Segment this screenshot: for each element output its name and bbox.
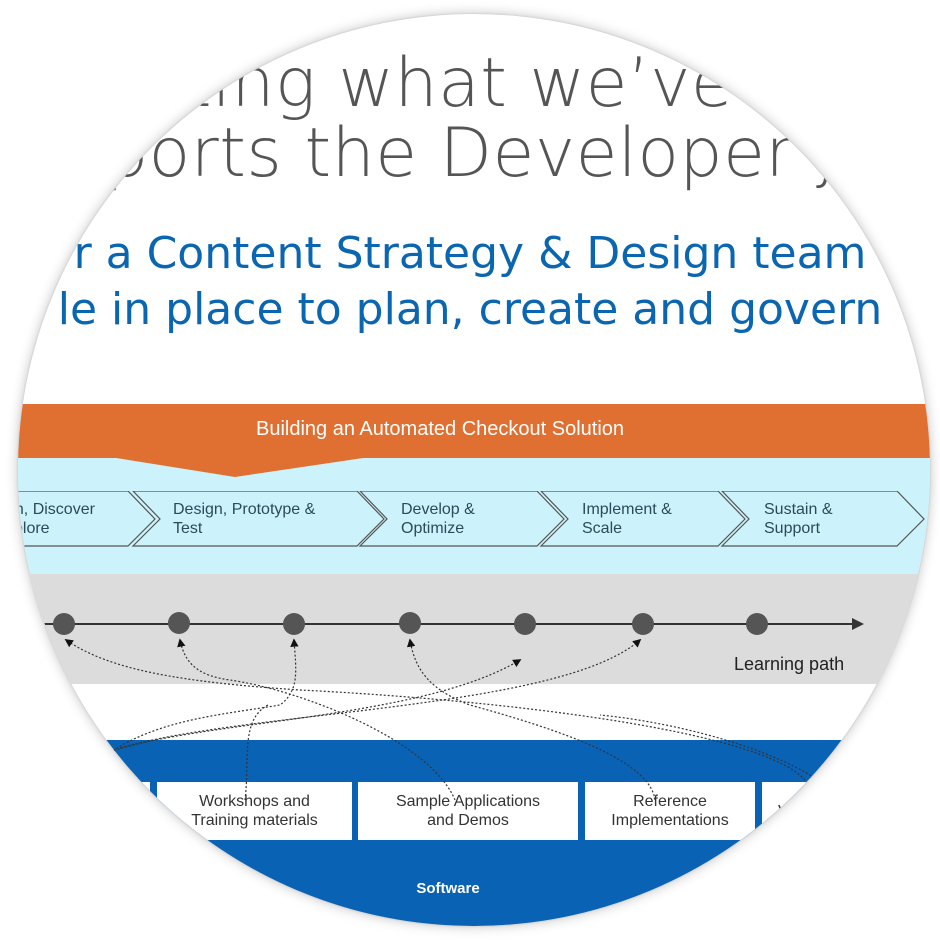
learning-path-node <box>283 613 305 635</box>
resource-box-workshops-line-1: Workshops and <box>199 793 310 810</box>
resource-box-reference: Reference Implementations <box>585 782 755 840</box>
banner-title: Building an Automated Checkout Solution <box>255 418 625 440</box>
stage-label-1: on, Discover xplore <box>18 500 95 538</box>
stage-label-5: Sustain & Support <box>764 500 832 538</box>
circular-crop: nting what we’ve E pports the Developer … <box>18 14 930 926</box>
stage-label-2: Design, Prototype & Test <box>173 500 315 538</box>
stage-label-1-line-1: on, Discover <box>18 501 95 518</box>
stage-chevron-3 <box>358 491 565 547</box>
slide: nting what we’ve E pports the Developer … <box>18 14 930 926</box>
banner-bar <box>18 404 930 458</box>
stage-label-3-line-2: Optimize <box>401 520 465 537</box>
resource-box-sample-apps: Sample Applications and Demos <box>358 782 578 840</box>
stage-chevron-4 <box>539 491 746 547</box>
resource-box-sample-apps-line-1: Sample Applications <box>395 793 541 810</box>
learning-path-node <box>168 612 190 634</box>
stage-label-4-line-1: Implement & <box>582 501 672 518</box>
learning-path-arrowhead <box>852 618 864 630</box>
stage-label-2-line-1: Design, Prototype & <box>173 501 316 518</box>
slide-title-line-2: pports the Developer Jo <box>61 114 879 193</box>
software-panel-bottom <box>18 842 930 926</box>
resource-box-partial-right: V <box>762 782 930 840</box>
learning-path-node <box>399 612 421 634</box>
software-panel-top <box>18 740 930 780</box>
software-label: Software <box>416 880 480 897</box>
slide-subtitle-line-2: le in place to plan, create and govern <box>57 284 883 335</box>
partial-bubble-icon <box>18 450 19 454</box>
learning-path-node <box>632 613 654 635</box>
stage-label-4-line-2: Scale <box>582 520 623 537</box>
resource-box-partial <box>30 782 150 840</box>
stage-label-3: Develop & Optimize <box>401 500 475 538</box>
stage-label-2-line-2: Test <box>173 520 203 537</box>
stage-chevron-5 <box>720 491 925 547</box>
learning-path-label: Learning path <box>734 654 845 674</box>
stage-label-3-line-1: Develop & <box>401 501 475 518</box>
stage-chevron-1 <box>18 491 156 547</box>
learning-path-line <box>20 612 864 635</box>
stage-label-1-line-2: xplore <box>18 520 50 537</box>
resource-box-sample-apps-line-2: and Demos <box>427 812 509 829</box>
stage-label-5-line-2: Support <box>764 520 821 537</box>
stage-chevrons <box>18 491 925 547</box>
stage-label-4: Implement & Scale <box>582 500 672 538</box>
learning-path-node <box>746 613 768 635</box>
learning-path-node <box>53 613 75 635</box>
stage-chevron-2 <box>131 491 385 547</box>
resource-box-partial-right-line-1: V <box>778 802 789 820</box>
stage-label-5-line-1: Sustain & <box>764 501 833 518</box>
resource-box-workshops: Workshops and Training materials <box>157 782 352 840</box>
slide-title-line-1: nting what we’ve E <box>141 44 799 123</box>
resource-box-reference-line-2: Implementations <box>611 812 729 829</box>
banner-notch <box>110 457 370 477</box>
resource-box-reference-line-1: Reference <box>633 793 707 810</box>
resource-box-workshops-line-2: Training materials <box>191 812 318 829</box>
learning-path-node <box>514 613 536 635</box>
slide-subtitle-line-1: r a Content Strategy & Design team <box>73 228 867 279</box>
